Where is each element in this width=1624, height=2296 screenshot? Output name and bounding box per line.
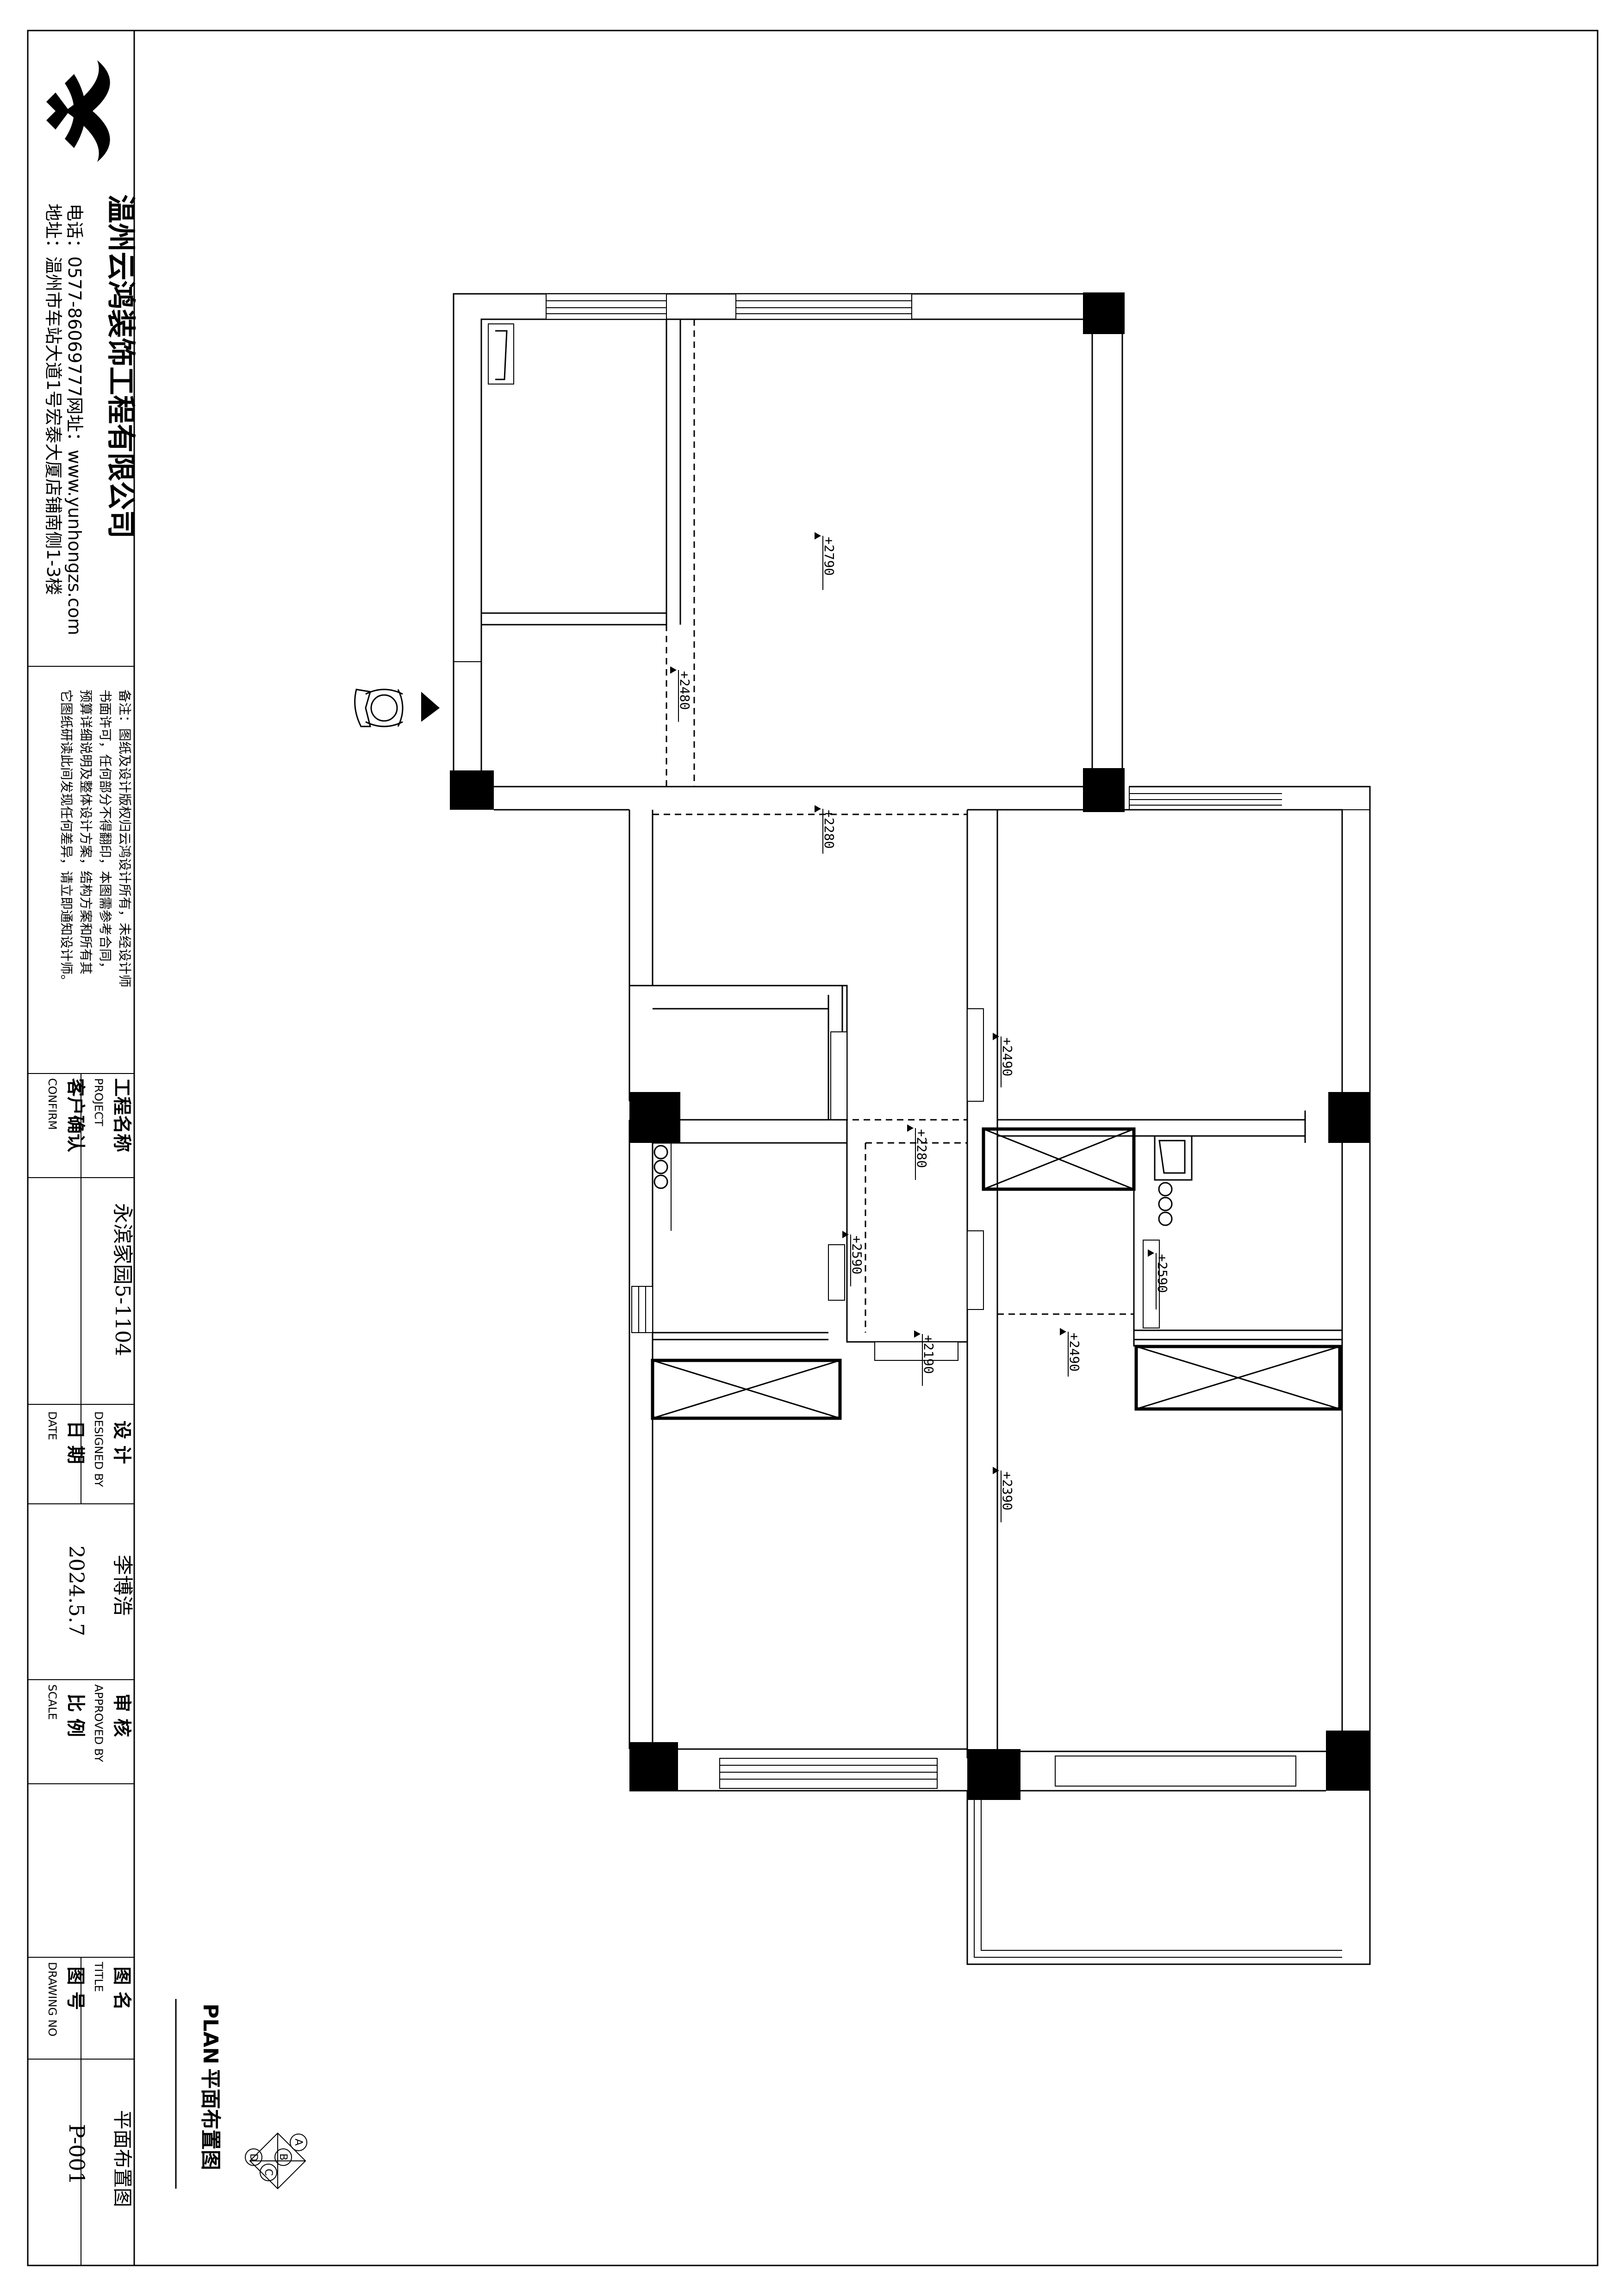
outer-frame [27,30,1599,2266]
note-line-1: 备注：图纸及设计版权归云鸿设计所有，未经设计师 [117,689,132,987]
project-value: 永滨家园5-1104 [111,1203,134,1356]
designed-label: 设 计 [111,1421,132,1464]
height-marker-2390: +2390 [993,1467,1015,1522]
date-label-en: DATE [46,1411,59,1440]
index-letter-a: A [292,2139,304,2146]
company-contact: 电话：0577-86069777网址：www.yunhongzs.com [64,204,85,635]
svg-text:+2280: +2280 [821,810,837,849]
svg-text:+2790: +2790 [821,537,837,576]
designed-label-en: DESIGNED BY [92,1411,105,1487]
height-marker-2280-a: +2280 [815,805,837,854]
floor-plan: +2790 +2480 +2280 +2490 +2280 +2590 [354,292,1371,1965]
height-marker-2480: +2480 [670,666,692,722]
svg-text:+2190: +2190 [921,1335,936,1374]
confirm-label: 客户确认 [65,1078,86,1152]
date-label: 日 期 [65,1421,86,1464]
project-label: 工程名称 [111,1078,132,1152]
title-label-en: TITLE [92,1961,105,1992]
designed-value: 李博浩 [111,1555,134,1616]
svg-text:+2490: +2490 [1000,1037,1015,1076]
company-logo [46,60,110,162]
approved-label: 审 核 [111,1694,132,1737]
drawing-no-label-en: DRAWING NO [46,1962,59,2036]
drawing-no-value: P-001 [64,2124,89,2185]
height-marker-2790: +2790 [815,532,837,590]
height-marker-2190: +2190 [914,1330,936,1386]
height-marker-2490-b: +2490 [1060,1328,1082,1377]
height-marker-2590-b: +2590 [1148,1249,1170,1309]
drawing-no-label: 图 号 [65,1967,86,2010]
svg-text:+2590: +2590 [849,1235,865,1274]
svg-text:+2390: +2390 [1000,1471,1015,1510]
index-compass-symbol: A B C D [245,2132,307,2190]
title-label: 图 名 [111,1967,132,2010]
svg-text:+2280: +2280 [914,1129,929,1168]
height-marker-2590-a: +2590 [842,1231,865,1286]
company-address: 地址：温州市车站大道1号宏泰大厦店铺南侧1-3楼 [43,204,63,595]
height-marker-2280-b: +2280 [907,1124,929,1180]
approved-label-en: APPROVED BY [92,1684,105,1762]
index-letter-b: B [277,2153,289,2160]
scale-label: 比 例 [65,1694,86,1737]
title-value: 平面布置图 [111,2110,134,2207]
index-letter-c: C [262,2169,274,2176]
note-line-2: 书面许可，任何部分不得翻印，本图需参考合同， [98,689,113,974]
scale-label-en: SCALE [46,1684,59,1720]
entry-arrow-icon [421,692,440,722]
note-line-4: 它图纸研读此间发现任何差异，请立即通知设计师。 [59,689,74,987]
svg-text:+2480: +2480 [677,671,692,710]
height-marker-2490-a: +2490 [993,1033,1015,1087]
company-name: 温州云鸿装饰工程有限公司 [104,194,138,539]
plan-caption-en: PLAN [199,2004,222,2064]
confirm-label-en: CONFIRM [46,1078,59,1130]
svg-text:+2590: +2590 [1155,1254,1170,1293]
index-letter-d: D [248,2153,259,2161]
project-label-en: PROJECT [92,1078,105,1126]
plan-caption-zh: 平面布置图 [199,2068,222,2170]
svg-text:+2490: +2490 [1067,1333,1082,1371]
entry-person-icon [354,689,404,727]
note-line-3: 预算详细说明及整体设计方案，结构方案和所有其 [78,689,93,974]
date-value: 2024.5.7 [64,1545,88,1636]
